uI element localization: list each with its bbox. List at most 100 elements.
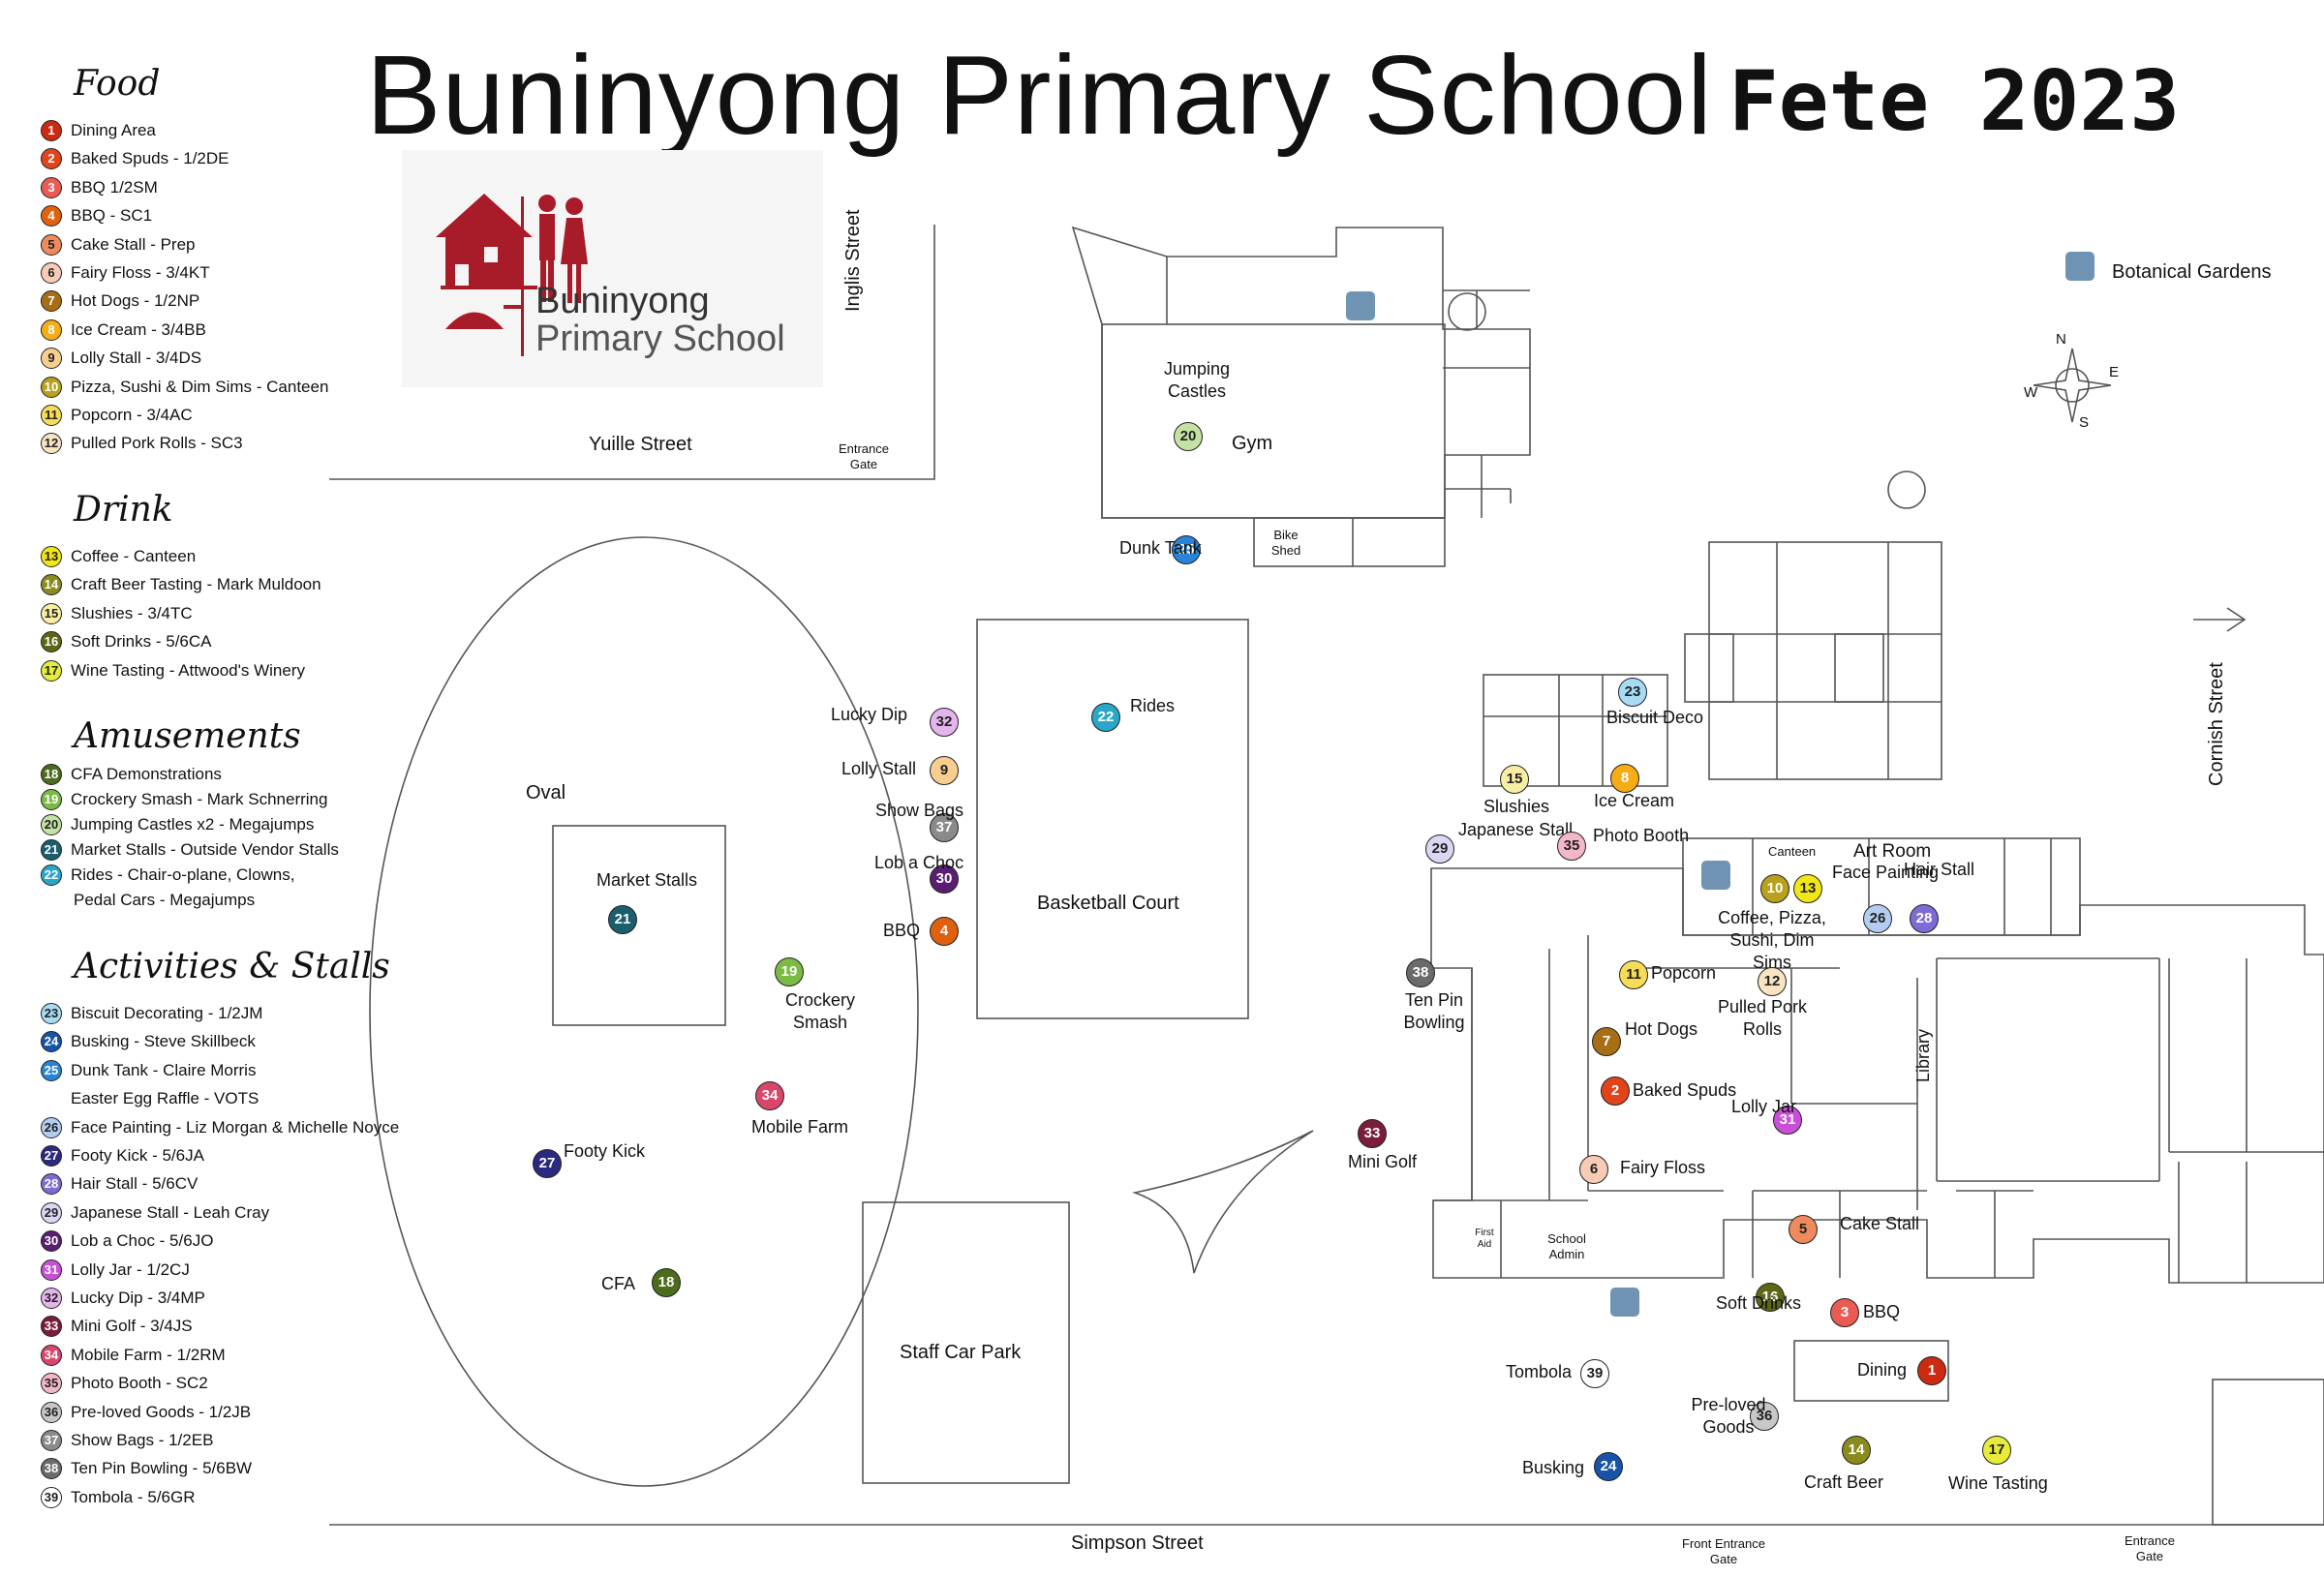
map-label-34: Mobile Farm <box>751 1117 849 1137</box>
legend-label: Lob a Choc - 5/6JO <box>71 1231 214 1251</box>
map-pin-4: 4 <box>930 917 959 946</box>
map-label-17: Wine Tasting <box>1948 1473 2048 1493</box>
legend-label: Pizza, Sushi & Dim Sims - Canteen <box>71 377 329 396</box>
compass-w: W <box>2024 384 2038 401</box>
legend-badge: 34 <box>41 1344 62 1366</box>
school-logo-graphic <box>402 150 823 387</box>
market-stalls-area <box>552 825 726 1026</box>
legend-label: Biscuit Decorating - 1/2JM <box>71 1004 263 1022</box>
legend-label: Face Painting - Liz Morgan & Michelle No… <box>71 1117 400 1137</box>
legend-badge: 36 <box>41 1401 62 1423</box>
map-label-29: Japanese Stall <box>1458 820 1574 839</box>
map-label-38: Ten Pin Bowling <box>1403 990 1465 1032</box>
map-pin-21: 21 <box>608 905 637 934</box>
legend-badge: 19 <box>41 789 62 810</box>
legend-badge: 20 <box>41 814 62 835</box>
legend-badge: 15 <box>41 602 62 624</box>
legend-label: BBQ 1/2SM <box>71 177 158 197</box>
legend-label: Pulled Pork Rolls - SC3 <box>71 434 243 453</box>
legend-label: Lolly Stall - 3/4DS <box>71 349 202 368</box>
map-label-36: Pre-loved Goods <box>1691 1395 1766 1437</box>
legend-label: Soft Drinks - 5/6CA <box>71 632 212 652</box>
legend-label: CFA Demonstrations <box>71 765 222 783</box>
bike-shed-label: Bike Shed <box>1270 528 1301 558</box>
entrance-gate-right-label: Entrance Gate <box>2124 1533 2176 1563</box>
legend-label: Dunk Tank - Claire Morris <box>71 1060 257 1079</box>
canteen-label: Canteen <box>1768 844 1817 859</box>
map-label-30: Lob a Choc <box>874 853 964 872</box>
legend-label: Market Stalls - Outside Vendor Stalls <box>71 840 339 859</box>
entrance-gate-label: Entrance Gate <box>838 441 890 471</box>
page-title: Buninyong Primary School <box>366 32 1713 158</box>
map-pin-14: 14 <box>1842 1436 1871 1465</box>
library-label: Library <box>1913 1028 1933 1082</box>
legend-badge: 3 <box>41 176 62 198</box>
map-pin-7: 7 <box>1592 1027 1621 1056</box>
legend-badge: 25 <box>41 1059 62 1081</box>
map-pin-24: 24 <box>1594 1452 1623 1481</box>
map-label-25: Dunk Tank <box>1119 538 1202 558</box>
map-pin-30: 30 <box>930 864 959 894</box>
map-label-4: BBQ <box>883 921 921 940</box>
legend-badge: 8 <box>41 318 62 341</box>
gym-label: Gym <box>1232 433 1273 454</box>
fete-year-title: Fete 2023 <box>1728 53 2180 150</box>
map-label-1: Dining <box>1857 1360 1908 1380</box>
legend-label: Wine Tasting - Attwood's Winery <box>71 660 305 680</box>
map-pin-25: 25 <box>1172 535 1201 564</box>
staff-car-park-area <box>862 1201 1070 1484</box>
legend-label: Lucky Dip - 3/4MP <box>71 1289 205 1307</box>
basketball-court-label: Basketball Court <box>1037 893 1179 914</box>
map-label-23: Biscuit Deco <box>1606 708 1704 727</box>
map-label-18: CFA <box>601 1274 636 1293</box>
legend-label: Busking - Steve Skillbeck <box>71 1032 256 1051</box>
legend-badge: 14 <box>41 574 62 596</box>
legend-badge: 4 <box>41 205 62 227</box>
legend-badge: 7 <box>41 290 62 313</box>
map-label-7: Hot Dogs <box>1625 1019 1698 1039</box>
map-pin-5: 5 <box>1789 1215 1818 1244</box>
school-logo: Buninyong Primary School <box>402 150 823 387</box>
front-entrance-gate-label: Front Entrance Gate <box>1682 1536 1765 1566</box>
staff-car-park-label: Staff Car Park <box>900 1342 1022 1363</box>
legend-heading-activities: Activities & Stalls <box>74 947 390 986</box>
map-pin-22: 22 <box>1091 703 1120 732</box>
toilet-icon <box>1346 291 1375 320</box>
legend-badge: 17 <box>41 659 62 682</box>
map-label-13: Coffee, Pizza, Sushi, Dim Sims <box>1718 908 1826 972</box>
legend-label: Slushies - 3/4TC <box>71 603 193 622</box>
legend-badge: 35 <box>41 1373 62 1395</box>
legend-badge: 5 <box>41 233 62 256</box>
map-pin-35: 35 <box>1557 832 1586 861</box>
legend-label: Ice Cream - 3/4BB <box>71 319 206 339</box>
legend-heading-food: Food <box>74 64 161 104</box>
map-pin-13: 13 <box>1793 874 1822 903</box>
legend-badge: 13 <box>41 546 62 567</box>
map-label-27: Footy Kick <box>564 1141 646 1161</box>
legend-heading-amusements: Amusements <box>74 716 301 756</box>
legend-label: Craft Beer Tasting - Mark Muldoon <box>71 575 321 594</box>
map-label-39: Tombola <box>1506 1362 1573 1381</box>
first-aid-label: First Aid <box>1475 1228 1494 1250</box>
legend-label: Jumping Castles x2 - Megajumps <box>71 815 315 834</box>
map-label-24: Busking <box>1522 1458 1585 1477</box>
map-label-20: Jumping Castles <box>1163 359 1231 401</box>
map-label-8: Ice Cream <box>1594 791 1675 810</box>
map-label-2: Baked Spuds <box>1633 1080 1737 1100</box>
legend-label: Hot Dogs - 1/2NP <box>71 291 200 311</box>
market-stalls-label: Market Stalls <box>596 870 698 890</box>
botanical-gardens-label: Botanical Gardens <box>2112 261 2272 283</box>
map-pin-1: 1 <box>1917 1356 1946 1385</box>
bike-shed-building <box>1253 517 1446 567</box>
legend-label: Dining Area <box>71 121 156 139</box>
map-label-6: Fairy Floss <box>1620 1158 1706 1177</box>
logo-text-line1: Buninyong <box>535 281 710 321</box>
legend-label: Popcorn - 3/4AC <box>71 406 193 424</box>
map-label-28: Hair Stall <box>1904 860 1975 879</box>
legend-label: Easter Egg Raffle - VOTS <box>71 1089 260 1108</box>
legend-label: Japanese Stall - Leah Cray <box>71 1202 270 1222</box>
map-pin-38: 38 <box>1406 958 1435 987</box>
map-pin-6: 6 <box>1579 1155 1608 1184</box>
map-label-15: Slushies <box>1483 797 1550 816</box>
